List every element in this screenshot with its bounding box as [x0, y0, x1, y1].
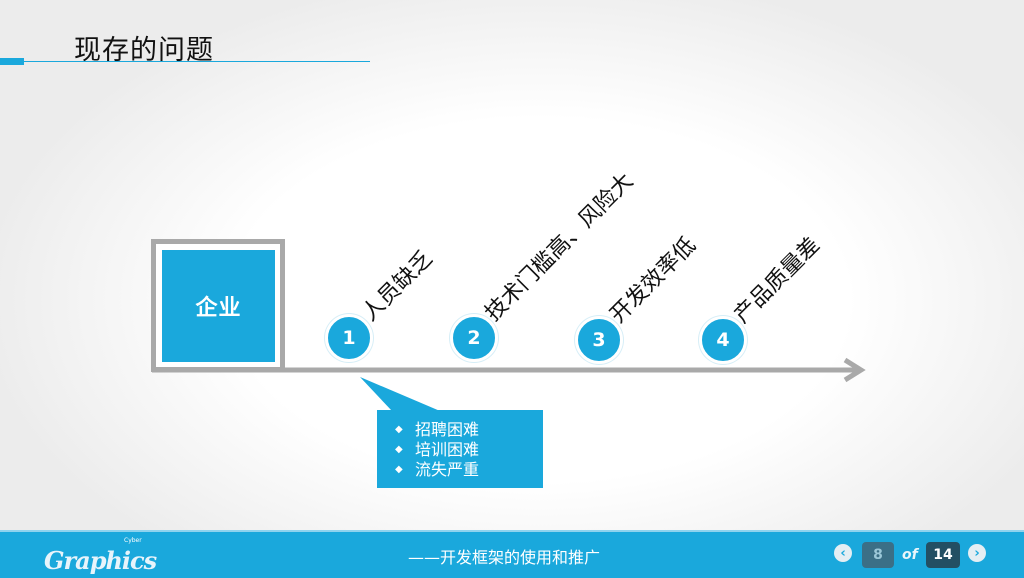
- step-4-circle: 4: [699, 316, 747, 364]
- footer-subtitle: ——开发框架的使用和推广: [408, 548, 601, 567]
- chevron-left-icon: ‹: [840, 545, 846, 561]
- step-4-number: 4: [716, 329, 730, 351]
- chevron-right-icon: ›: [974, 545, 980, 561]
- graphics-logo: Graphics: [44, 546, 157, 575]
- diamond-bullet-icon: ◆: [395, 464, 403, 475]
- logo-subtext: Cyber: [124, 537, 142, 544]
- diamond-bullet-icon: ◆: [395, 444, 403, 455]
- prev-page-button[interactable]: ‹: [834, 544, 852, 562]
- title-underline: [24, 61, 370, 62]
- callout-box: ◆ 招聘困难 ◆ 培训困难 ◆ 流失严重: [377, 410, 543, 488]
- callout-list: ◆ 招聘困难 ◆ 培训困难 ◆ 流失严重: [377, 410, 543, 480]
- step-1-circle: 1: [325, 314, 373, 362]
- current-page-indicator: 8: [862, 542, 894, 568]
- diamond-bullet-icon: ◆: [395, 424, 403, 435]
- callout-item: ◆ 培训困难: [395, 440, 543, 460]
- page-of-label: of: [902, 547, 918, 563]
- total-pages-indicator: 14: [926, 542, 960, 568]
- callout-item: ◆ 招聘困难: [395, 420, 543, 440]
- step-3-label: 开发效率低: [605, 232, 702, 329]
- enterprise-box: 企业: [162, 250, 275, 362]
- enterprise-label: 企业: [195, 296, 242, 321]
- step-2-number: 2: [467, 327, 481, 349]
- step-1-number: 1: [342, 327, 356, 349]
- next-page-button[interactable]: ›: [968, 544, 986, 562]
- step-4-label: 产品质量差: [729, 232, 826, 329]
- step-3-circle: 3: [575, 316, 623, 364]
- footer-bar: Graphics Cyber ——开发框架的使用和推广 ‹ 8 of 14 ›: [0, 530, 1024, 578]
- callout-item-text: 流失严重: [415, 460, 480, 479]
- step-1-label: 人员缺乏: [357, 246, 438, 327]
- callout-item-text: 培训困难: [415, 440, 480, 459]
- step-3-number: 3: [592, 329, 606, 351]
- callout-item: ◆ 流失严重: [395, 460, 543, 480]
- step-2-circle: 2: [450, 314, 498, 362]
- slide-title: 现存的问题: [74, 35, 214, 66]
- title-accent-bar: [0, 58, 24, 65]
- callout-item-text: 招聘困难: [415, 420, 480, 439]
